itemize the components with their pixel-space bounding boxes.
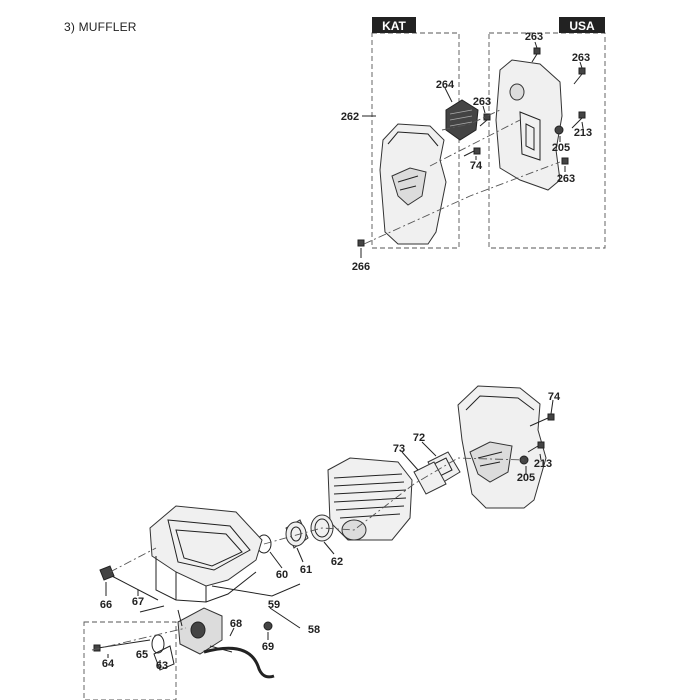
- intake-boot-61: [285, 519, 309, 549]
- callout-64: 64: [102, 658, 115, 670]
- muffler-kat-262: [379, 123, 447, 245]
- callout-205-lower: 205: [517, 472, 535, 484]
- callout-61: 61: [300, 564, 312, 576]
- callout-264: 264: [436, 79, 455, 91]
- screw-74: [463, 147, 481, 157]
- callout-60: 60: [276, 569, 288, 581]
- callout-262: 262: [341, 111, 359, 123]
- callout-73: 73: [393, 443, 405, 455]
- screw-213: [571, 111, 586, 129]
- rod-66: [99, 565, 159, 601]
- callout-69: 69: [262, 641, 274, 653]
- callout-65: 65: [136, 649, 148, 661]
- callout-263-mid: 263: [473, 96, 491, 108]
- callout-263-right: 263: [572, 52, 590, 64]
- callout-213-upper: 213: [574, 127, 592, 139]
- section-title: 3) MUFFLER: [64, 20, 137, 34]
- bolt-64: [93, 639, 151, 652]
- cylinder: [327, 457, 413, 541]
- nut-266: [357, 239, 365, 247]
- callout-58: 58: [308, 624, 320, 636]
- callout-74-lower: 74: [548, 391, 561, 403]
- muffler-usa: [495, 59, 563, 191]
- spring-67: [139, 605, 165, 613]
- kat-box-label: KAT: [382, 19, 406, 33]
- callout-68: 68: [230, 618, 242, 630]
- nut-69: [263, 621, 273, 631]
- callout-263-low: 263: [557, 173, 575, 185]
- callout-59: 59: [268, 599, 280, 611]
- carburetor: [177, 607, 233, 655]
- usa-box: USA: [488, 17, 606, 249]
- callout-205-upper: 205: [552, 142, 570, 154]
- callout-213-lower: 213: [534, 458, 552, 470]
- screw-263-top: [531, 47, 541, 63]
- callout-74-upper: 74: [470, 160, 483, 172]
- screw-213-lower: [527, 441, 545, 453]
- callout-263-top: 263: [525, 31, 543, 43]
- callout-63: 63: [156, 660, 168, 672]
- usa-box-label: USA: [569, 19, 595, 33]
- nut-205: [554, 125, 564, 135]
- bolt-74-lower: [529, 413, 555, 427]
- muffler-lower: [457, 385, 547, 509]
- callout-266: 266: [352, 261, 370, 273]
- callout-62: 62: [331, 556, 343, 568]
- callout-72: 72: [413, 432, 425, 444]
- callout-66: 66: [100, 599, 112, 611]
- air-box-housing: [149, 505, 263, 603]
- fuel-line-68: [203, 646, 275, 679]
- kat-box: KAT: [371, 17, 460, 249]
- gasket-63: [153, 645, 175, 671]
- screw-263-low: [561, 157, 569, 165]
- catalyst-264: [445, 99, 479, 141]
- callout-67: 67: [132, 596, 144, 608]
- screw-263-right: [573, 67, 586, 85]
